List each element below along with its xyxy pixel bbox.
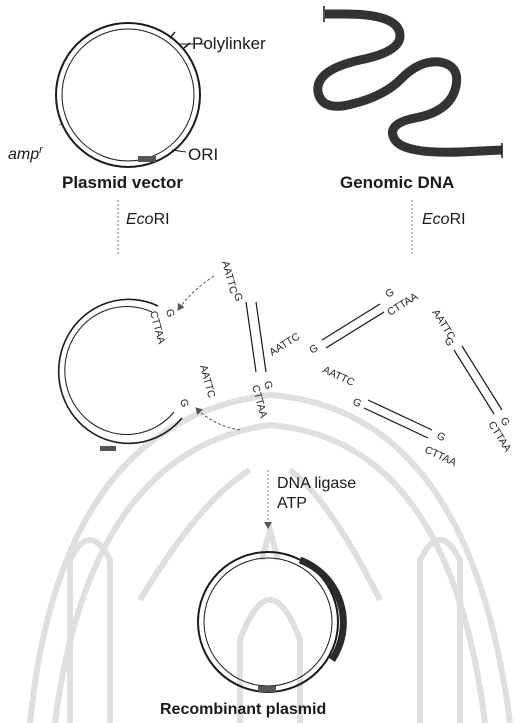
plasmid-vector [56,23,205,167]
fragment4-g-right: G [435,430,447,444]
ori-segment [138,156,156,162]
plasmid-end-g-top: G [163,308,177,319]
plasmid-end-aattc-bottom: AATTC [197,364,217,400]
dna-fragment-1 [246,302,266,372]
fragment4-aattc: AATTC [321,364,357,389]
genomic-dna-caption: Genomic DNA [340,173,454,192]
amp-resistance-label: ampr [8,144,44,163]
cut-plasmid [59,299,182,451]
ecori-label-left: EcoRI [126,211,170,228]
dna-fragment-2 [322,304,384,348]
fragment2-aattc: AATTC [267,330,302,358]
dna-fragment-3 [454,346,502,414]
fragment4-g-left: G [351,396,363,410]
fragment2-g-right: G [383,286,396,301]
atp-label: ATP [277,495,307,512]
recombinant-plasmid [198,552,343,692]
ecori-label-right: EcoRI [422,211,466,228]
watermark-seal [30,395,510,723]
fragment1-g-bottom: G [261,380,275,391]
fragment1-aattc: AATTC [219,260,239,296]
fragment3-cttaa: CTTAA [485,419,513,454]
genomic-dna-strand [318,14,502,152]
plasmid-vector-caption: Plasmid vector [62,173,183,192]
plasmid-end-g-bottom: G [177,398,191,409]
fragment1-g-top: G [231,292,245,303]
polylinker-label: Polylinker [192,34,266,53]
fragment4-cttaa: CTTAA [423,444,459,469]
dna-ligase-label: DNA ligase [277,475,356,492]
ori-label: ORI [188,145,218,164]
recombinant-plasmid-caption: Recombinant plasmid [160,701,326,718]
fragment3-g-top: G [441,335,456,348]
pairing-arrow-top [178,276,214,310]
fragment2-g-left: G [307,342,320,357]
